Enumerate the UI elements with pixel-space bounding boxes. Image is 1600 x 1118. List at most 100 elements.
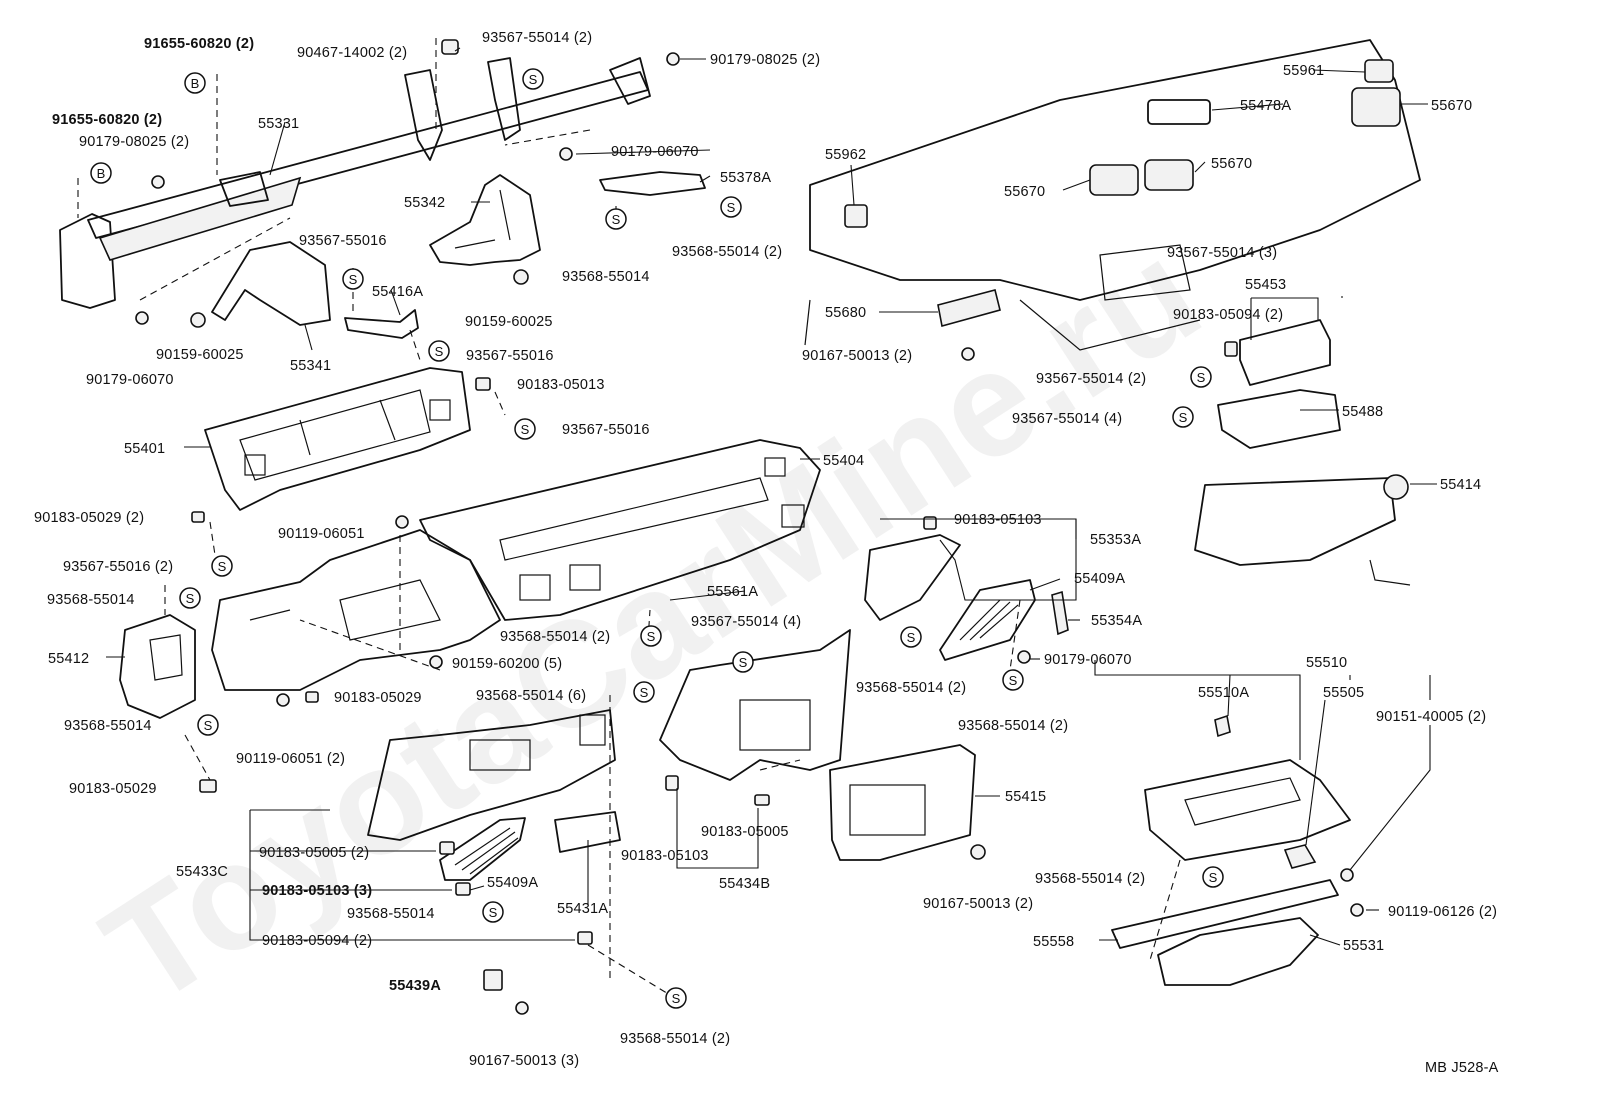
svg-text:S: S (907, 630, 916, 645)
label-55433C: 55433C (176, 864, 228, 880)
cluster-panel-55401 (204, 367, 471, 511)
instrument-panel-55404 (419, 439, 821, 621)
label-55670-a: 55670 (1431, 98, 1472, 114)
watermark: ToyotaCarMine.ru (76, 208, 1228, 1037)
symbol-s-8: S (179, 587, 201, 609)
connector-55680 (937, 289, 1001, 328)
svg-text:S: S (727, 200, 736, 215)
label-93568-55014-d: 93568-55014 (347, 906, 435, 922)
svg-text:S: S (489, 905, 498, 920)
label-93567-55016-b: 93567-55016 (466, 348, 554, 364)
fastener-bolt-90159-60025-b (190, 312, 206, 328)
fastener-clip-90183-05103-c (923, 516, 937, 530)
box-55415 (829, 744, 976, 861)
label-93568-55014-left: 93568-55014 (47, 592, 135, 608)
label-55331: 55331 (258, 116, 299, 132)
fastener-clip-90183-05103-b (665, 775, 679, 791)
label-55431A: 55431A (557, 901, 608, 917)
svg-text:S: S (640, 685, 649, 700)
svg-text:S: S (1009, 673, 1018, 688)
label-93567-55016-a: 93567-55016 (299, 233, 387, 249)
label-90183-05094-2a: 90183-05094 (2) (262, 933, 372, 949)
cover-55412 (119, 614, 196, 719)
symbol-s-14: S (197, 714, 219, 736)
fastener-nut-90179-06070-top (559, 147, 573, 161)
fastener-clip-90183-05005-b (754, 794, 770, 806)
label-90119-06051-a: 90119-06051 (278, 526, 365, 542)
label-55510A: 55510A (1198, 685, 1249, 701)
label-90167-50013-3: 90167-50013 (3) (469, 1053, 579, 1069)
label-55439A: 55439A (389, 978, 441, 994)
vent-55670-a (1089, 164, 1139, 196)
glove-box-55510 (1144, 759, 1351, 861)
label-55531: 55531 (1343, 938, 1384, 954)
fastener-screw-90119-06126 (1350, 903, 1364, 917)
label-55354A: 55354A (1091, 613, 1142, 629)
label-90167-50013-2a: 90167-50013 (2) (923, 896, 1033, 912)
label-91655-60820-left: 91655-60820 (2) (52, 112, 162, 128)
label-93568-55014-a: 93568-55014 (562, 269, 650, 285)
fastener-screw-90167-50013-c (961, 347, 975, 361)
symbol-s-15: S (482, 901, 504, 923)
svg-text:S: S (521, 422, 530, 437)
label-55341: 55341 (290, 358, 331, 374)
label-93567-55014-4b: 93567-55014 (4) (1012, 411, 1122, 427)
svg-text:S: S (218, 559, 227, 574)
fastener-clip-90183-05013 (475, 377, 491, 391)
label-90183-05103-b: 90183-05103 (954, 512, 1042, 528)
symbol-s-11: S (900, 626, 922, 648)
symbol-s-16: S (665, 987, 687, 1009)
label-93567-55014-top: 93567-55014 (2) (482, 30, 592, 46)
label-55962: 55962 (825, 147, 866, 163)
svg-text:S: S (647, 629, 656, 644)
cover-55478A (1147, 99, 1211, 125)
symbol-s-19: S (1202, 866, 1224, 888)
label-91655-60820-top: 91655-60820 (2) (144, 36, 254, 52)
bracket-55431A (554, 811, 621, 853)
label-93568-55014-r2: 93568-55014 (2) (672, 244, 782, 260)
label-55505: 55505 (1323, 685, 1364, 701)
ashtray-55453 (1239, 319, 1331, 386)
label-90179-08025-left: 90179-08025 (2) (79, 134, 189, 150)
fastener-screw-90151-40005 (1340, 868, 1354, 882)
fastener-clip-90183-05094-a (577, 931, 593, 945)
symbol-s-18: S (1172, 406, 1194, 428)
lower-panel-55433C (367, 709, 616, 841)
lamp-55510A (1214, 714, 1231, 738)
bracket-55416A (344, 309, 419, 339)
bracket-55488 (1217, 389, 1341, 449)
label-90179-08025-top: 90179-08025 (2) (710, 52, 820, 68)
svg-text:S: S (186, 591, 195, 606)
leader-lines (106, 47, 1437, 946)
fastener-clip-90183-05029-a (191, 511, 205, 523)
fastener-bolt-90119-06051-b (276, 693, 290, 707)
label-55670-c: 55670 (1004, 184, 1045, 200)
label-55558: 55558 (1033, 934, 1074, 950)
label-55453: 55453 (1245, 277, 1286, 293)
label-55401: 55401 (124, 441, 165, 457)
label-90179-06070-top: 90179-06070 (611, 144, 699, 160)
svg-text:S: S (612, 212, 621, 227)
label-55353A: 55353A (1090, 532, 1141, 548)
vent-55670-b (1144, 159, 1194, 191)
hinge-55558 (1111, 879, 1339, 949)
label-93567-55014-4a: 93567-55014 (4) (691, 614, 801, 630)
label-90467-14002: 90467-14002 (2) (297, 45, 407, 61)
label-90183-05005: 90183-05005 (701, 824, 789, 840)
diagram-code: MB J528-A (1425, 1060, 1499, 1076)
fastener-bolt-90159-60025-a (513, 269, 529, 285)
label-93568-55014-2f: 93568-55014 (2) (1035, 871, 1145, 887)
svg-text:S: S (529, 72, 538, 87)
reinforcement-bar-55331 (59, 57, 651, 309)
label-55404: 55404 (823, 453, 864, 469)
symbol-s-1: S (522, 68, 544, 90)
fastener-bracket-55439A (483, 969, 503, 991)
knob-55414 (1383, 474, 1409, 500)
label-55342: 55342 (404, 195, 445, 211)
panel-frame-lower (211, 529, 501, 691)
label-90183-05103-a: 90183-05103 (621, 848, 709, 864)
symbol-b-top: B (184, 72, 206, 94)
part-labels: 91655-60820 (2) 90467-14002 (2) 93567-55… (34, 30, 1497, 1069)
svg-text:S: S (672, 991, 681, 1006)
svg-text:S: S (1209, 870, 1218, 885)
